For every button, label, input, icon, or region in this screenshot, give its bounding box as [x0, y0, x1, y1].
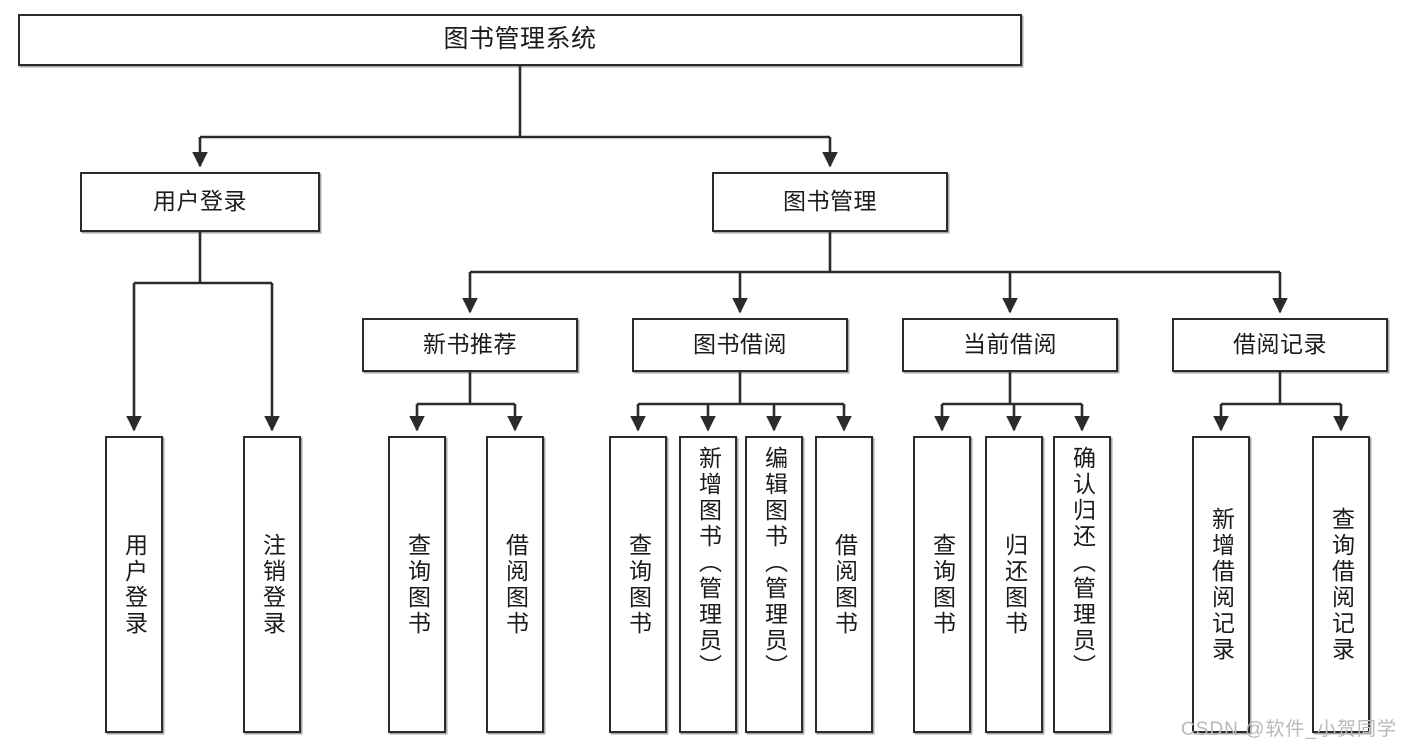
leaf-user-login-label: 用户登录 — [121, 532, 148, 637]
leaf-query-book-3[interactable]: 查询图书 — [913, 436, 971, 733]
leaf-query-borrow-record-label: 查询借阅记录 — [1328, 506, 1355, 663]
leaf-query-book-3-label: 查询图书 — [929, 532, 956, 637]
leaf-return-book[interactable]: 归还图书 — [985, 436, 1043, 733]
leaf-logout-login[interactable]: 注销登录 — [243, 436, 301, 733]
leaf-user-login[interactable]: 用户登录 — [105, 436, 163, 733]
node-borrow-record-label: 借阅记录 — [1233, 331, 1327, 358]
node-book-borrow-label: 图书借阅 — [693, 331, 787, 358]
leaf-borrow-book-2-label: 借阅图书 — [831, 532, 858, 637]
node-book-manage[interactable]: 图书管理 — [712, 172, 948, 232]
leaf-borrow-book-1[interactable]: 借阅图书 — [486, 436, 544, 733]
node-new-book-recommendation-label: 新书推荐 — [423, 331, 517, 358]
leaf-borrow-book-1-label: 借阅图书 — [502, 532, 529, 637]
leaf-query-book-2-label: 查询图书 — [625, 532, 652, 637]
node-root-system[interactable]: 图书管理系统 — [18, 14, 1022, 66]
leaf-borrow-book-2[interactable]: 借阅图书 — [815, 436, 873, 733]
leaf-edit-book-admin-label: 编辑图书（管理员） — [761, 446, 788, 680]
watermark: CSDN @软件_小贺同学 — [1181, 719, 1397, 740]
leaf-confirm-return-label: 确认归还（管理员） — [1069, 446, 1096, 680]
node-user-login[interactable]: 用户登录 — [80, 172, 320, 232]
leaf-add-borrow-record-label: 新增借阅记录 — [1208, 506, 1235, 663]
leaf-query-book-1[interactable]: 查询图书 — [388, 436, 446, 733]
leaf-add-borrow-record[interactable]: 新增借阅记录 — [1192, 436, 1250, 733]
leaf-logout-login-label: 注销登录 — [259, 532, 286, 637]
leaf-query-book-2[interactable]: 查询图书 — [609, 436, 667, 733]
leaf-add-book-admin-label: 新增图书（管理员） — [695, 446, 722, 680]
leaf-add-book-admin[interactable]: 新增图书（管理员） — [679, 436, 737, 733]
leaf-confirm-return[interactable]: 确认归还（管理员） — [1053, 436, 1111, 733]
node-current-borrow-label: 当前借阅 — [963, 331, 1057, 358]
node-root-system-label: 图书管理系统 — [443, 25, 597, 54]
leaf-return-book-label: 归还图书 — [1001, 532, 1028, 637]
node-book-borrow[interactable]: 图书借阅 — [632, 318, 848, 372]
node-new-book-recommendation[interactable]: 新书推荐 — [362, 318, 578, 372]
leaf-edit-book-admin[interactable]: 编辑图书（管理员） — [745, 436, 803, 733]
leaf-query-book-1-label: 查询图书 — [404, 532, 431, 637]
node-current-borrow[interactable]: 当前借阅 — [902, 318, 1118, 372]
leaf-query-borrow-record[interactable]: 查询借阅记录 — [1312, 436, 1370, 733]
node-book-manage-label: 图书管理 — [783, 188, 877, 215]
node-user-login-label: 用户登录 — [153, 188, 247, 215]
node-borrow-record[interactable]: 借阅记录 — [1172, 318, 1388, 372]
